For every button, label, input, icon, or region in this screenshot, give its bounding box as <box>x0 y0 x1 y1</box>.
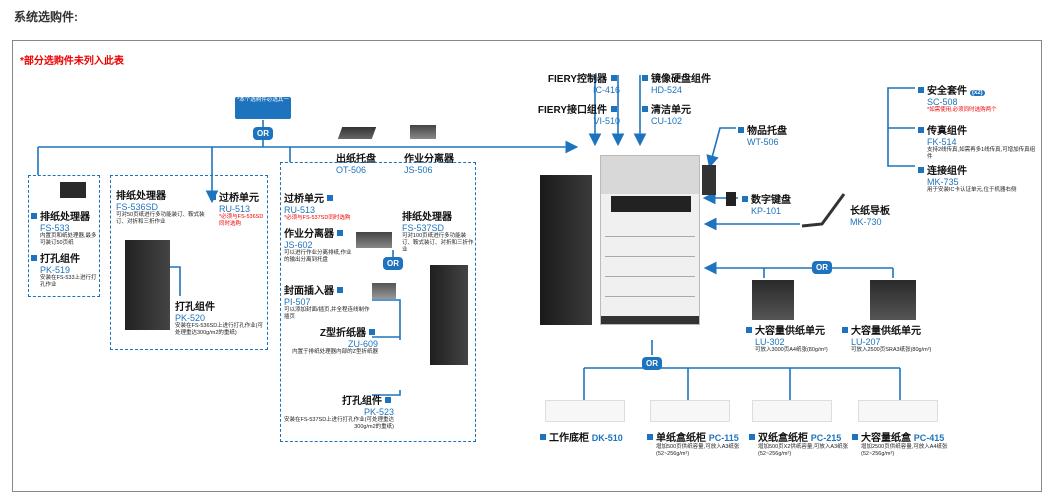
dk510-image <box>545 400 625 422</box>
keypad-label: 数字键盘 KP-101 <box>742 191 791 216</box>
section-title: 系统选购件: <box>14 10 78 24</box>
mirror-hdd-label: 镜像硬盘组件 HD-524 <box>642 70 711 95</box>
choose-one-box: *本个选购件必选其一 <box>235 97 291 119</box>
long-guide-label: 长纸导板 MK-730 <box>850 206 890 227</box>
fs536sd-image <box>125 240 170 330</box>
fs537sd-label: 排纸处理器 FS-537SD 可对100页纸进行多功能装订、鞍式装订、对折和三折… <box>402 212 474 253</box>
js602-image <box>356 232 392 248</box>
lu302-image <box>752 280 794 320</box>
job-separator-label: 作业分离器 JS-506 <box>404 154 454 175</box>
keypad-image <box>726 192 736 206</box>
fk514-label: 传真组件 FK-514 支持2线传真,如需再多1线传真,可增加传真组件 <box>918 122 1038 161</box>
pi507-label: 封面插入器 PI-507 可以添加封面/插页,并全程连线制作插页 <box>284 286 370 320</box>
js602-label: 作业分离器 JS-602 可以进行作业分离排纸,作业的输出分离到托盘 <box>284 229 352 263</box>
mfp-main-image <box>600 155 700 325</box>
lu207-label: 大容量供纸单元 LU-207 可放入2500页SRA3纸张(80g/m²) <box>842 322 947 354</box>
or-badge-finishers: OR <box>253 127 273 140</box>
long-guide-image <box>801 193 846 228</box>
diagram-frame <box>12 40 1042 492</box>
item-tray-image <box>702 165 716 195</box>
ru513-label-b: 过桥单元 RU-513 *必须与FS-537SD同时选购 <box>284 194 351 221</box>
output-tray-label: 出纸托盘 OT-506 <box>336 154 376 175</box>
or-badge-group3: OR <box>383 257 403 270</box>
fs537sd-image <box>430 265 468 365</box>
pc215-image <box>752 400 832 422</box>
pc115-label: 单纸盒纸柜 PC-115 增加500页供纸容量,可放入A3纸张(52~256g/… <box>647 429 749 458</box>
item-tray-label: 物品托盘 WT-506 <box>738 122 787 147</box>
finisher-unit-image <box>540 175 592 325</box>
pi507-image <box>372 283 396 299</box>
sc508-label: 安全套件(x2) SC-508 *如需使用,必须同时选购两个 <box>918 82 1038 114</box>
finisher-group-fs533 <box>28 175 100 297</box>
output-tray-image <box>337 127 377 139</box>
pc215-label: 双纸盒纸柜 PC-215 增加500页X2供纸容量,可放入A3纸张(52~256… <box>749 429 851 458</box>
fs533-label: 排纸处理器 FS-533 内置页和纸处理器,最多可装订50页纸 <box>31 208 99 247</box>
note-text: *部分选购件未列入此表 <box>20 56 124 67</box>
pk523-label: 打孔组件 PK-523 安装在FS-537SD上进行打孔作业(可处理重达300g… <box>284 396 395 430</box>
mk735-label: 连接组件 MK-735 用于安装IC卡认证单元,位于机器右侧 <box>918 162 1038 194</box>
fiery-controller-label: FIERY控制器 IC-416 <box>547 74 620 95</box>
zu609-label: Z型折纸器 ZU-609 内置于排纸处理器内部的Z型折纸器 <box>292 328 378 355</box>
lu302-label: 大容量供纸单元 LU-302 可放入3000页A4纸张(80g/m²) <box>746 322 846 354</box>
finisher-group-fs537sd <box>280 162 476 442</box>
fiery-interface-label: FIERY接口组件 VI-510 <box>537 105 620 126</box>
cleaning-unit-label: 清洁单元 CU-102 <box>642 101 691 126</box>
fs536sd-label: 排纸处理器 FS-536SD 可对50页纸进行多功能装订、鞍式装订、对折和三折作… <box>116 191 205 225</box>
or-badge-lcc: OR <box>812 261 832 274</box>
pk520-label: 打孔组件 PK-520 安装在FS-536SD上进行打孔作业(可处理重达300g… <box>175 302 264 336</box>
pk519-label: 打孔组件 PK-519 安装在FS-533上进行打孔作业 <box>31 250 99 289</box>
ru513-label-a: 过桥单元 RU-513 *必须与FS-536SD同时选购 <box>210 189 268 228</box>
fs533-image <box>60 182 86 198</box>
pc115-image <box>650 400 730 422</box>
dk510-label: 工作底柜 DK-510 <box>540 429 623 444</box>
finisher-group-fs536sd <box>110 175 268 350</box>
pc415-image <box>858 400 938 422</box>
job-separator-image <box>410 125 436 139</box>
or-badge-bottom: OR <box>642 357 662 370</box>
pc415-label: 大容量纸盒 PC-415 增加2500页供纸容量,可放入A4纸张(52~256g… <box>852 429 962 458</box>
lu207-image <box>870 280 916 320</box>
